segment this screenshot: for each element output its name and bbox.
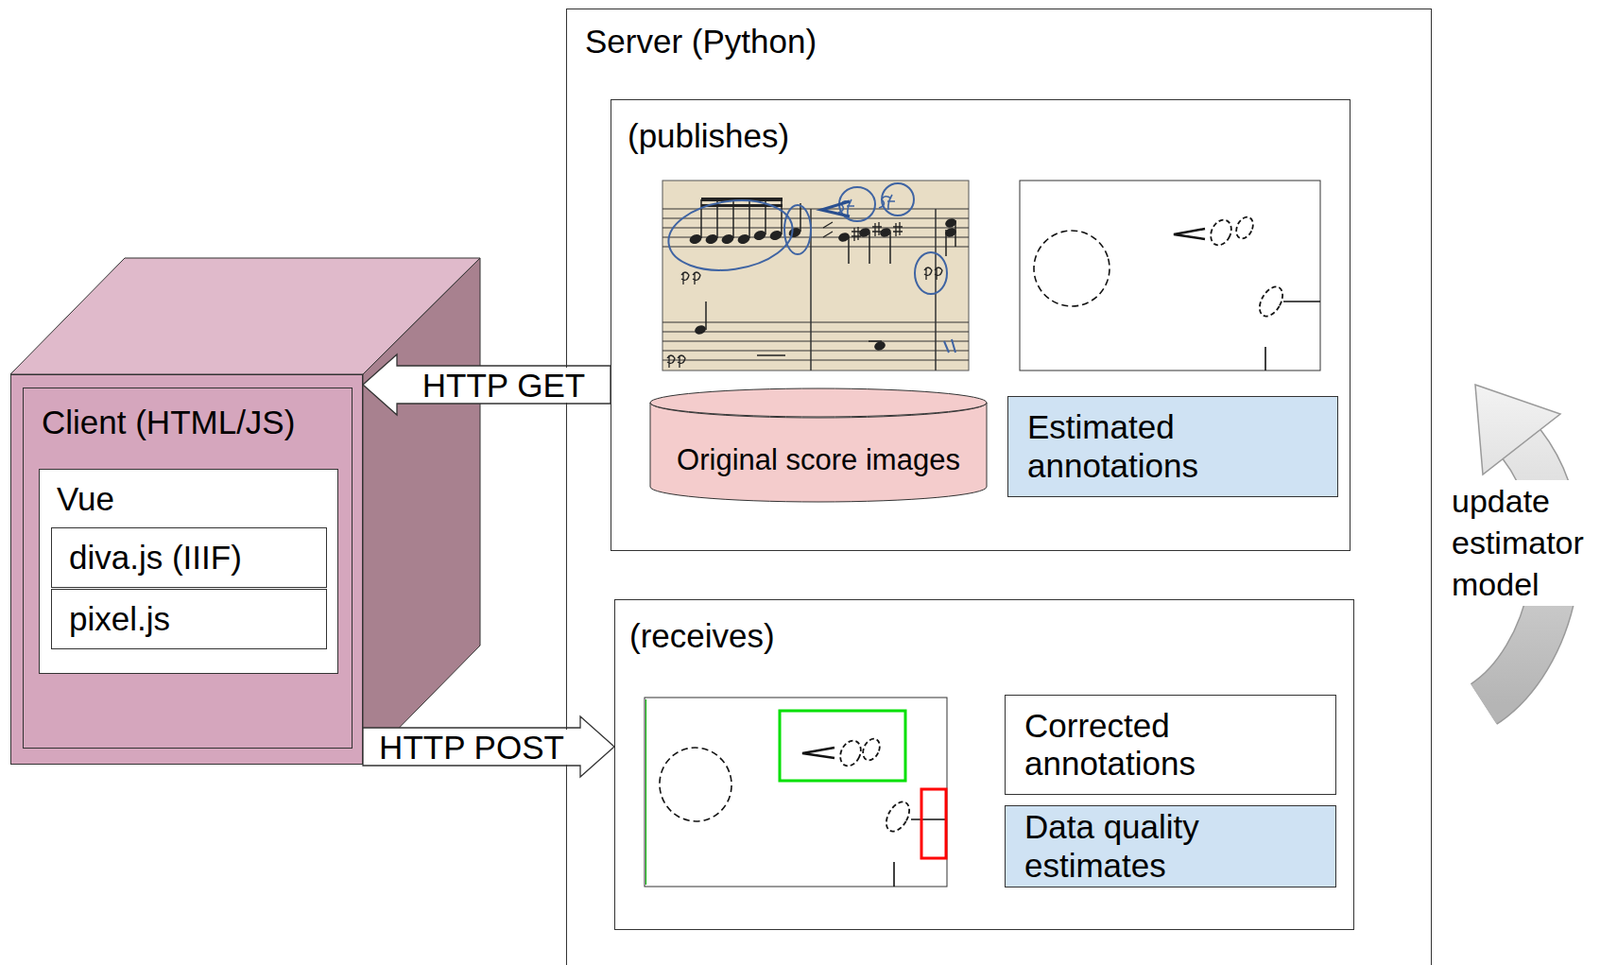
crescendo-wedge [821,201,850,217]
score-paper [662,180,969,371]
node-label: Original score images [663,443,974,478]
node-label: Client (HTML/JS) [41,403,295,442]
note-heads [688,217,958,353]
staff-lines [662,208,969,371]
annotation-outline [651,739,740,829]
node-label: (publishes) [627,117,790,155]
group-box: (publishes) Original score images Estimate… [610,99,1351,551]
image-frame [644,697,947,887]
data-box: Corrected annotations [1004,694,1337,795]
annotation-stroke [1283,300,1321,303]
sharps-and-marks [667,222,943,368]
framework-box: Vue diva.js (IIIF) pixel.js [38,468,339,674]
cylinder-top [650,388,987,417]
stems-and-beams [701,199,956,330]
annotation-outline [860,736,884,764]
annotation-stroke [1264,346,1267,371]
accepted-highlight [779,710,906,781]
cube-side-face [362,258,481,765]
database-cylinder: Original score images [649,387,988,503]
score-image [662,180,969,371]
image-frame [1019,180,1321,371]
cycle-label: update estimator model [1449,480,1594,606]
node-label: Corrected annotations [1024,706,1317,784]
annotation-stroke [893,861,895,887]
node-label: Data quality estimates [1024,808,1317,885]
annotation-outline [1255,282,1288,320]
block-arrow [362,354,611,415]
annotation-outline [1233,214,1257,242]
node-label: (receives) [629,617,775,655]
blue-pencil-marks [664,183,956,353]
cylinder-body [650,402,987,502]
annotation-image [1019,180,1321,371]
node-label: Estimated annotations [1027,408,1319,485]
arrow-label: HTTP GET [398,367,609,403]
cycle-arrow-head [1475,384,1561,475]
block-arrow [362,716,615,777]
library-box: diva.js (IIIF) [51,527,327,588]
data-box: Estimated annotations [1007,395,1339,498]
annotation-outline [836,737,865,770]
node-label: Server (Python) [584,22,817,61]
library-box: pixel.js [51,588,327,650]
arrow-label: HTTP POST [364,729,579,765]
node-label: diva.js (IIIF) [68,538,310,577]
annotation-outline [881,797,914,835]
annotation-stroke [911,818,947,821]
annotation-outline [1025,222,1119,315]
annotation-outline [1206,216,1236,249]
client-box: Client (HTML/JS) Vue diva.js (IIIF) pixel.j… [10,374,363,765]
image-edge [645,699,647,885]
update-cycle-arrow [1475,384,1561,705]
annotation-wedge [1173,228,1205,240]
group-box: (receives) Corrected annotationsData qual… [614,599,1355,930]
server-box: Server (Python) (publishes) Original score… [566,8,1432,965]
annotation-wedge [802,747,835,758]
cycle-arrow-outline [1483,444,1557,705]
node-label: Vue [56,480,115,518]
corrected-image [644,697,947,887]
node-label: pixel.js [68,600,310,638]
rejected-highlight [921,789,947,859]
data-box: Data quality estimates [1004,805,1337,888]
cycle-arrow-body [1483,444,1557,705]
